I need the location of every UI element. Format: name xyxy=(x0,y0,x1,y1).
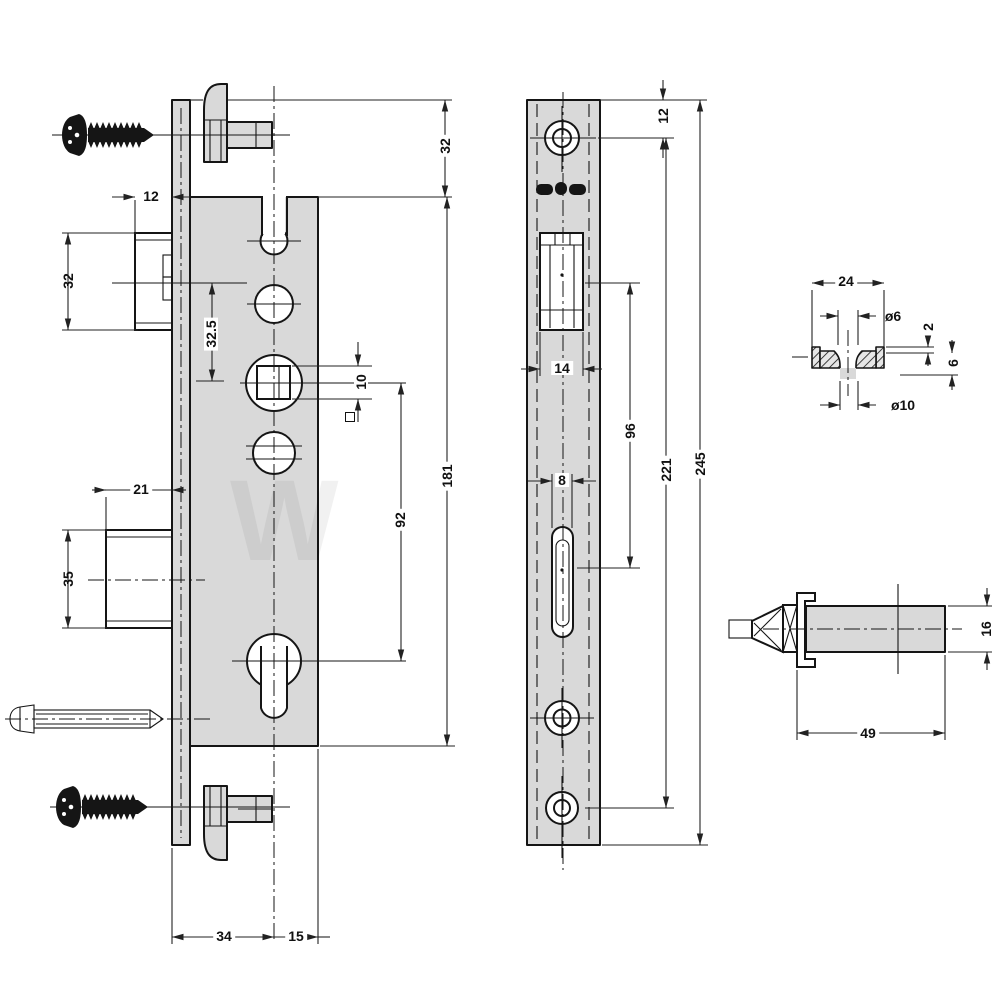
square-section-symbol xyxy=(345,412,355,422)
faceplate-mid-hole xyxy=(530,688,594,748)
dim-spindle-square: 10 xyxy=(353,371,369,393)
dim-faceplate-offset: 12 xyxy=(143,188,159,204)
dim-slot-width: 8 xyxy=(555,473,569,487)
roller-bolt-detail xyxy=(728,584,962,674)
wood-screw-top-icon xyxy=(52,114,290,156)
fixing-bolt-bottom xyxy=(203,785,273,861)
dim-latch-to-bolt: 96 xyxy=(622,420,638,442)
front-view xyxy=(526,92,601,870)
dim-deadbolt-height: 35 xyxy=(60,571,76,587)
dim-top-to-hole: 12 xyxy=(655,108,671,124)
dim-washer-height: 6 xyxy=(945,359,961,367)
watermark: W xyxy=(230,457,339,585)
faceplate-top-hole xyxy=(530,106,596,172)
dim-latch-to-spindle: 32.5 xyxy=(203,317,219,351)
dim-washer-hole-dia: ø6 xyxy=(884,308,902,324)
wood-screw-bottom-icon xyxy=(50,786,290,828)
dim-edge-distance: 15 xyxy=(285,929,307,943)
machine-screw-icon xyxy=(5,704,212,734)
washer-detail xyxy=(792,330,885,396)
dim-plate-length: 245 xyxy=(692,449,708,479)
dim-roller-diameter: 16 xyxy=(978,621,994,637)
dim-washer-width: 24 xyxy=(835,274,857,288)
faceplate-bottom-hole xyxy=(545,776,579,858)
brand-stamp xyxy=(536,182,586,195)
dim-latch-height: 32 xyxy=(60,273,76,289)
dim-top-margin: 32 xyxy=(437,135,453,157)
latch-bolt-side xyxy=(134,232,173,331)
fixing-bolt-top xyxy=(203,83,273,163)
dim-latch-width: 14 xyxy=(551,361,573,375)
dim-washer-thickness: 2 xyxy=(920,323,936,331)
dim-deadbolt-width: 21 xyxy=(130,482,152,496)
roller-bracket xyxy=(796,592,816,668)
dim-roller-length: 49 xyxy=(857,726,879,740)
latch-cutout xyxy=(539,232,584,331)
dim-spindle-to-cylinder: 92 xyxy=(392,509,408,531)
dim-hole-spacing: 221 xyxy=(658,455,674,485)
dim-washer-base-dia: ø10 xyxy=(890,397,916,413)
dim-backset: 34 xyxy=(213,929,235,943)
left-view xyxy=(5,83,406,942)
dim-body-height: 181 xyxy=(439,461,455,491)
deadbolt-side xyxy=(105,529,173,629)
